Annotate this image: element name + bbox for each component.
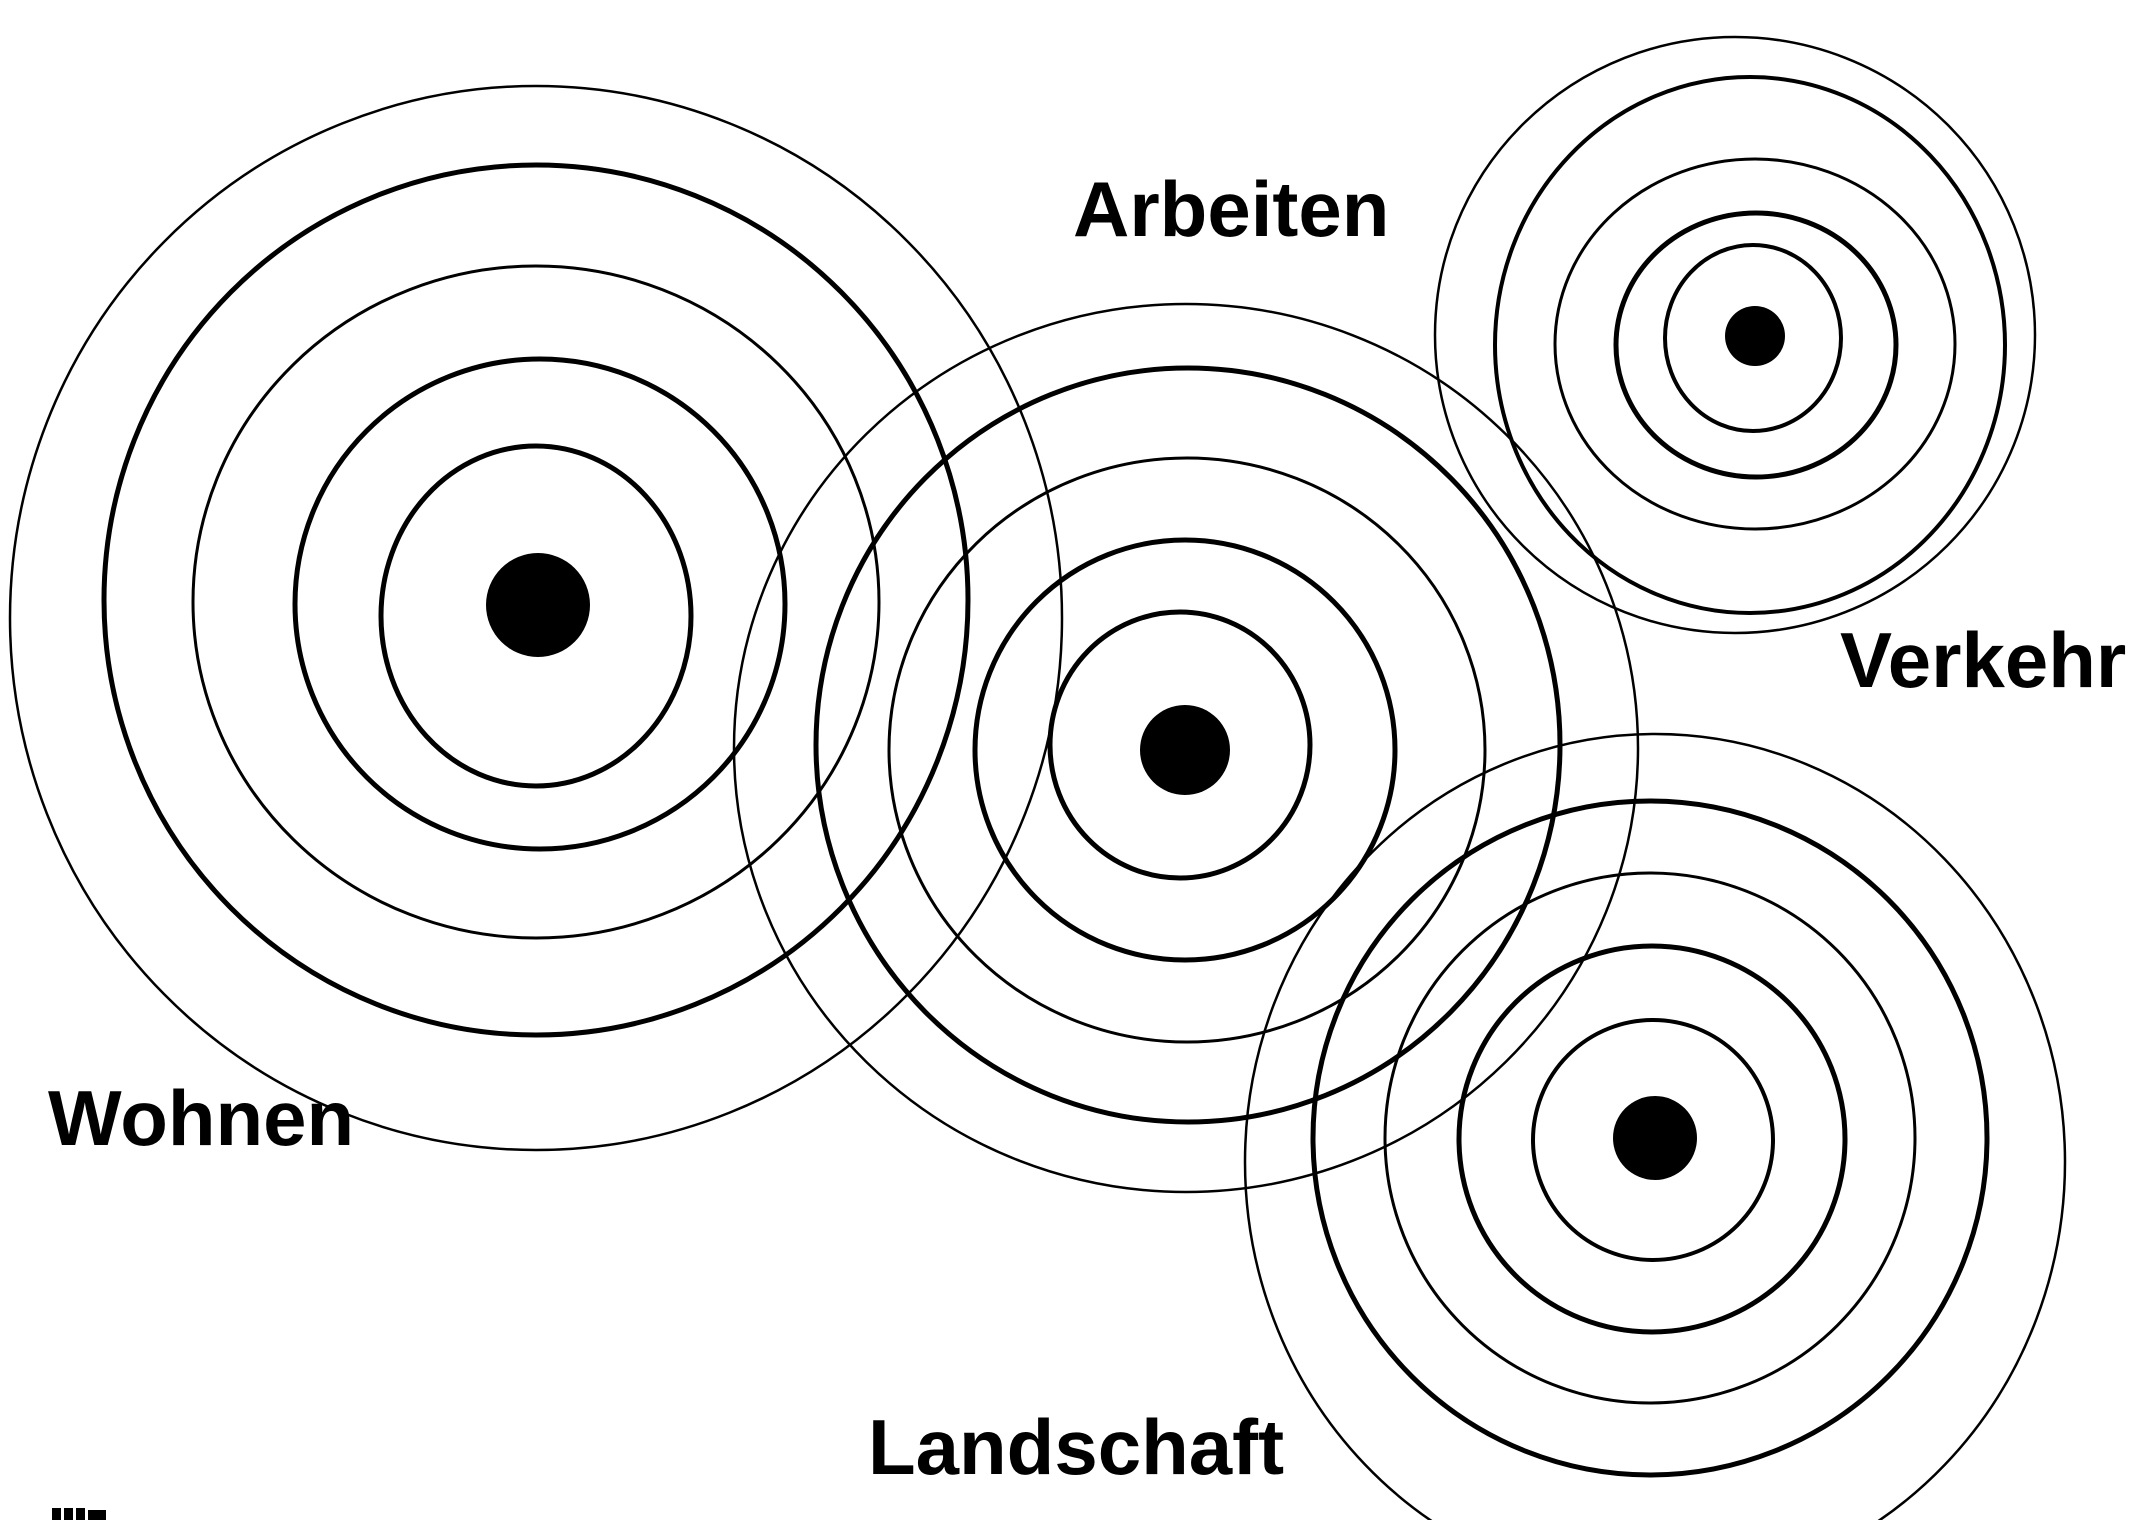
label-verkehr: Verkehr: [1840, 616, 2126, 704]
label-arbeiten: Arbeiten: [1073, 165, 1389, 253]
corner-mark-icon: [52, 1508, 106, 1520]
center-dot-arbeiten: [1140, 705, 1230, 795]
rings-layer: [10, 37, 2065, 1520]
center-dot-verkehr: [1725, 306, 1785, 366]
label-landschaft: Landschaft: [868, 1403, 1284, 1491]
center-dots-layer: [486, 306, 1785, 1180]
label-wohnen: Wohnen: [48, 1074, 354, 1162]
center-dot-landschaft: [1613, 1096, 1697, 1180]
center-dot-wohnen: [486, 553, 590, 657]
